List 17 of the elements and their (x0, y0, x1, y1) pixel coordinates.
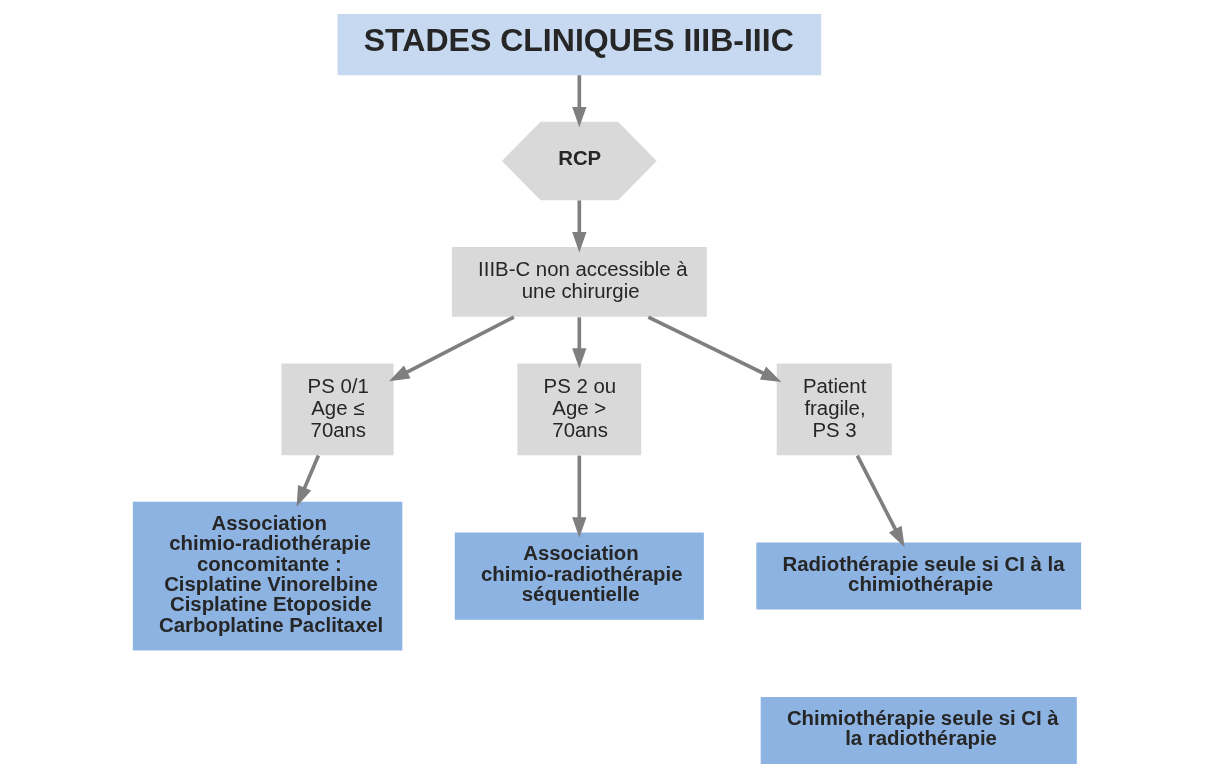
arrow (296, 454, 320, 507)
node-box: Association chimio-radiothérapie concomitante : Cisplatine Vinorelbine Cisplatine Etoposide Carboplatine Paclitaxel (132, 501, 402, 651)
node-box: Chimiothérapie seule si CI à la radiothérapie (760, 697, 1077, 765)
arrow (571, 75, 586, 128)
arrow (571, 200, 586, 253)
arrow (571, 317, 586, 369)
node-box: PS 2 ou Age > 70ans (516, 363, 641, 456)
arrow (388, 315, 515, 382)
node-box: PS 0/1 Age ≤ 70ans (280, 363, 394, 456)
arrow (855, 454, 905, 548)
node-box: Radiothérapie seule si CI à la chimiothérapie (755, 542, 1081, 610)
node-box: STADES CLINIQUES IIIB-IIIC (337, 13, 821, 76)
node-box: Association chimio-radiothérapie séquentielle (454, 532, 704, 620)
arrow (647, 315, 781, 383)
arrow (571, 455, 586, 538)
node-box: IIIB-C non accessible à une chirurgie (451, 246, 707, 317)
node-box: Patient fragile, PS 3 (776, 363, 892, 456)
